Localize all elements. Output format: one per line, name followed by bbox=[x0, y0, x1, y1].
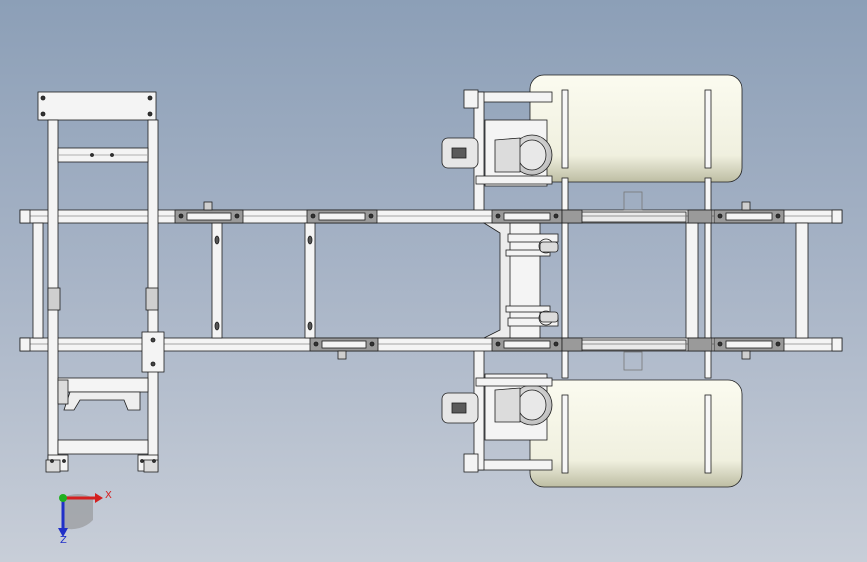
mount-block-5 bbox=[687, 209, 713, 224]
crossmember-6 bbox=[795, 222, 809, 339]
front-axle bbox=[482, 222, 559, 339]
wheel-front-top bbox=[529, 74, 743, 183]
y-axis-dot bbox=[59, 494, 67, 502]
crossmember-5 bbox=[685, 222, 699, 339]
z-axis-label: Z bbox=[60, 535, 67, 546]
wheel-front-bottom bbox=[529, 379, 743, 488]
tie-bar-right bbox=[704, 177, 712, 379]
spring-upper bbox=[579, 211, 687, 223]
x-axis-arrowhead bbox=[95, 493, 103, 503]
mount-block-9 bbox=[561, 337, 583, 352]
rear-frame bbox=[37, 91, 165, 473]
rear-top-plate bbox=[37, 91, 157, 121]
mount-block-10 bbox=[687, 337, 713, 352]
x-axis-label: X bbox=[105, 490, 112, 501]
mount-block-4 bbox=[561, 209, 583, 224]
coordinate-triad: X Z bbox=[58, 490, 112, 546]
tie-bar-left bbox=[561, 177, 569, 379]
crossmember-1 bbox=[32, 222, 44, 339]
z-axis-arrowhead bbox=[58, 528, 68, 537]
spring-lower bbox=[579, 339, 687, 351]
